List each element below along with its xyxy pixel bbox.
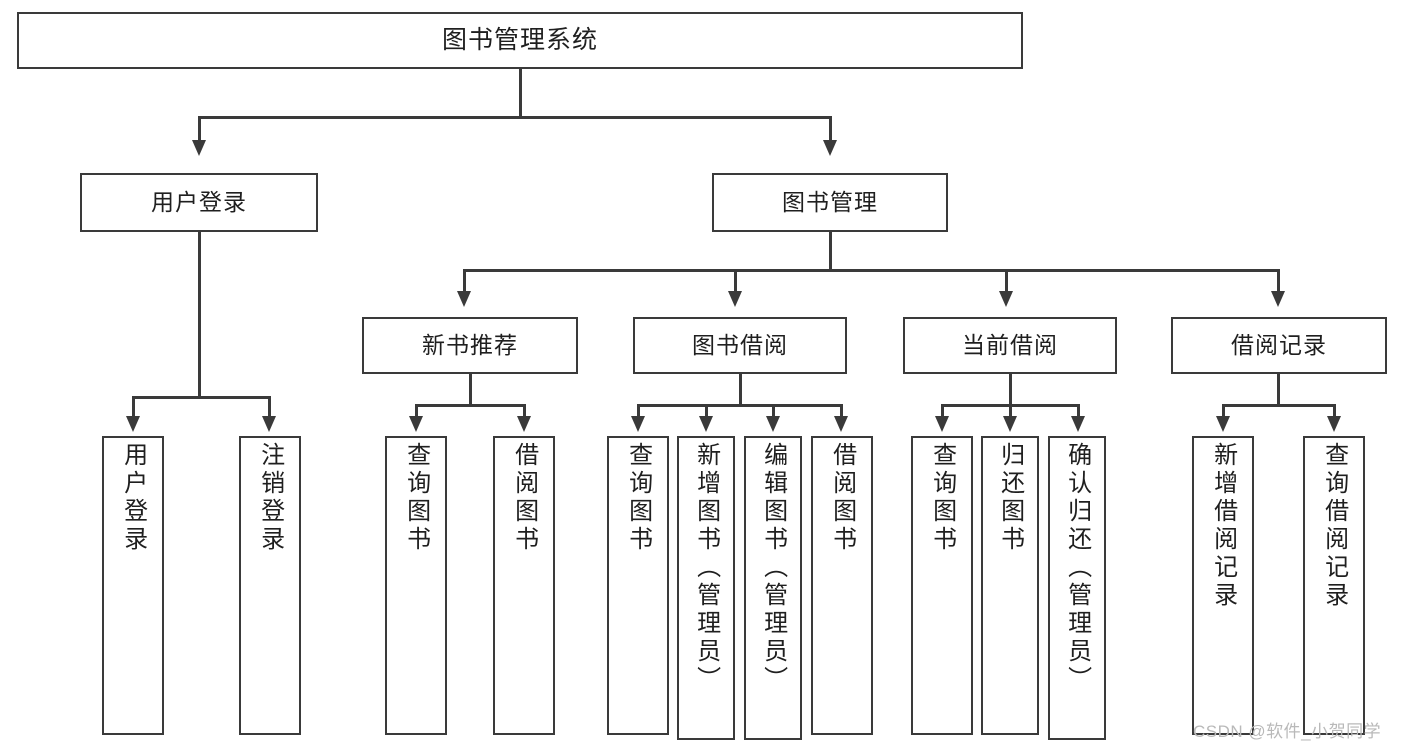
arrow-to-current-borrow-leaf-3	[1071, 416, 1085, 432]
node-book-management[interactable]: 图书管理	[712, 173, 948, 232]
arrow-to-book-borrow-leaf-2	[699, 416, 713, 432]
node-label: 图书管理系统	[441, 26, 598, 55]
arrow-to-book-management	[823, 140, 837, 156]
edge-level3-drop-2	[734, 269, 737, 293]
node-current-borrow[interactable]: 当前借阅	[903, 317, 1117, 374]
edge-new-book-drop-2	[523, 404, 526, 418]
node-label: 新增图书（管理员）	[692, 442, 720, 694]
edge-user-login-drop-1	[132, 396, 135, 418]
edge-user-login-bus	[132, 396, 269, 399]
node-label: 确认归还（管理员）	[1063, 442, 1091, 694]
edge-book-borrow-drop-3	[772, 404, 775, 418]
edge-borrow-records-drop-2	[1333, 404, 1336, 418]
edge-level2-drop-right	[829, 116, 832, 142]
leaf-query-borrow-record[interactable]: 查询借阅记录	[1303, 436, 1365, 735]
node-label: 当前借阅	[962, 332, 1058, 359]
arrow-to-new-book-leaf-1	[409, 416, 423, 432]
leaf-query-book-borrow[interactable]: 查询图书	[607, 436, 669, 735]
node-book-management-system[interactable]: 图书管理系统	[17, 12, 1023, 69]
node-label: 编辑图书（管理员）	[759, 442, 787, 694]
edge-borrow-records-stem	[1277, 374, 1280, 406]
leaf-add-book-admin[interactable]: 新增图书（管理员）	[677, 436, 735, 740]
node-label: 用户登录	[151, 189, 247, 216]
edge-user-login-stem	[198, 232, 201, 398]
node-label: 注销登录	[256, 442, 284, 554]
edge-book-management-stem	[829, 232, 832, 271]
edge-current-borrow-drop-3	[1077, 404, 1080, 418]
node-label: 新书推荐	[422, 332, 518, 359]
edge-user-login-drop-2	[268, 396, 271, 418]
node-user-login[interactable]: 用户登录	[80, 173, 318, 232]
arrow-to-book-borrow	[728, 291, 742, 307]
edge-level3-drop-3	[1005, 269, 1008, 293]
arrow-to-borrow-records-leaf-1	[1216, 416, 1230, 432]
leaf-query-book-recommend[interactable]: 查询图书	[385, 436, 447, 735]
arrow-to-current-borrow-leaf-1	[935, 416, 949, 432]
node-new-book-recommend[interactable]: 新书推荐	[362, 317, 578, 374]
node-book-borrow[interactable]: 图书借阅	[633, 317, 847, 374]
edge-level3-bus	[463, 269, 1279, 272]
leaf-logout[interactable]: 注销登录	[239, 436, 301, 735]
arrow-to-user-login-leaf	[126, 416, 140, 432]
arrow-to-book-borrow-leaf-1	[631, 416, 645, 432]
node-label: 查询图书	[624, 442, 652, 554]
node-borrow-records[interactable]: 借阅记录	[1171, 317, 1387, 374]
leaf-confirm-return-admin[interactable]: 确认归还（管理员）	[1048, 436, 1106, 740]
arrow-to-current-borrow-leaf-2	[1003, 416, 1017, 432]
arrow-to-new-book-leaf-2	[517, 416, 531, 432]
edge-book-borrow-drop-1	[637, 404, 640, 418]
node-label: 借阅记录	[1231, 332, 1327, 359]
node-label: 图书借阅	[692, 332, 788, 359]
leaf-edit-book-admin[interactable]: 编辑图书（管理员）	[744, 436, 802, 740]
edge-book-borrow-bus	[637, 404, 842, 407]
leaf-borrow-book[interactable]: 借阅图书	[811, 436, 873, 735]
edge-new-book-stem	[469, 374, 472, 406]
edge-current-borrow-stem	[1009, 374, 1012, 406]
edge-borrow-records-bus	[1222, 404, 1335, 407]
arrow-to-borrow-records-leaf-2	[1327, 416, 1341, 432]
node-label: 新增借阅记录	[1209, 442, 1237, 610]
leaf-return-book[interactable]: 归还图书	[981, 436, 1039, 735]
arrow-to-borrow-records	[1271, 291, 1285, 307]
edge-current-borrow-drop-2	[1009, 404, 1012, 418]
edge-current-borrow-drop-1	[941, 404, 944, 418]
edge-book-borrow-drop-2	[705, 404, 708, 418]
edge-root-stem	[519, 69, 522, 118]
node-label: 查询图书	[928, 442, 956, 554]
node-label: 查询借阅记录	[1320, 442, 1348, 610]
edge-new-book-drop-1	[415, 404, 418, 418]
arrow-to-book-borrow-leaf-3	[766, 416, 780, 432]
node-label: 用户登录	[119, 442, 147, 554]
leaf-borrow-book-recommend[interactable]: 借阅图书	[493, 436, 555, 735]
node-label: 图书管理	[782, 189, 878, 216]
node-label: 借阅图书	[510, 442, 538, 554]
leaf-user-login[interactable]: 用户登录	[102, 436, 164, 735]
arrow-to-current-borrow	[999, 291, 1013, 307]
leaf-query-book-current[interactable]: 查询图书	[911, 436, 973, 735]
arrow-to-user-login	[192, 140, 206, 156]
edge-level3-drop-4	[1277, 269, 1280, 293]
arrow-to-new-book-recommend	[457, 291, 471, 307]
edge-level3-drop-1	[463, 269, 466, 293]
arrow-to-logout-leaf	[262, 416, 276, 432]
node-label: 归还图书	[996, 442, 1024, 554]
edge-book-borrow-stem	[739, 374, 742, 406]
edge-new-book-bus	[415, 404, 525, 407]
node-label: 查询图书	[402, 442, 430, 554]
edge-book-borrow-drop-4	[840, 404, 843, 418]
arrow-to-book-borrow-leaf-4	[834, 416, 848, 432]
edge-level2-bus	[198, 116, 831, 119]
node-label: 借阅图书	[828, 442, 856, 554]
edge-borrow-records-drop-1	[1222, 404, 1225, 418]
edge-level2-drop-left	[198, 116, 201, 142]
leaf-add-borrow-record[interactable]: 新增借阅记录	[1192, 436, 1254, 735]
